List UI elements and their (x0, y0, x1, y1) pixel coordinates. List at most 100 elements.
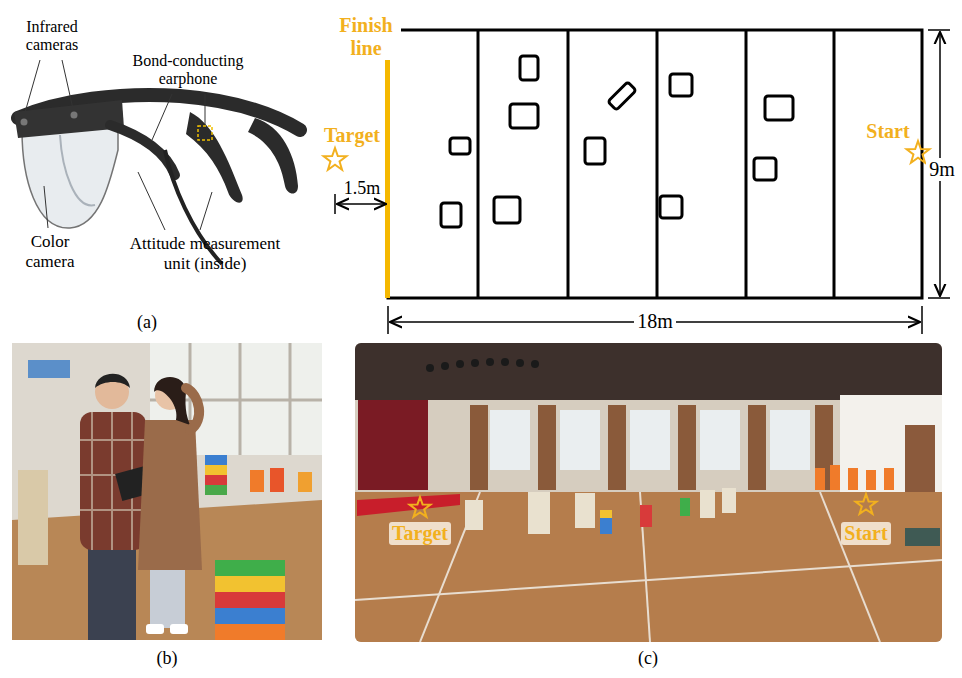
target-star (324, 148, 347, 170)
photo-b (205, 485, 227, 495)
photo-c (471, 359, 479, 367)
glasses-illustration (22, 128, 118, 228)
photo-c (560, 410, 600, 470)
obstacle (441, 203, 461, 227)
photo-b (95, 374, 130, 388)
dimension-label: 18m (634, 310, 676, 333)
panel-label: (c) (638, 648, 658, 669)
photo-c (678, 405, 696, 490)
photo-b (215, 576, 285, 592)
photo-c (470, 405, 488, 490)
photo-c (516, 359, 524, 367)
leader-line (205, 94, 206, 125)
obstacle (670, 74, 692, 96)
obstacle (441, 56, 793, 227)
field-label: Target (324, 124, 380, 147)
photo-c (426, 358, 539, 372)
obstacle (494, 197, 520, 223)
glasses-illustration (198, 126, 212, 140)
obstacle (608, 82, 636, 110)
photo-c (490, 410, 530, 470)
photo-c (840, 395, 942, 505)
photo-c (600, 510, 612, 518)
photo-c (355, 343, 942, 642)
photo-b (80, 509, 146, 511)
field-plan (745, 30, 748, 298)
dimension-arrow (928, 297, 950, 299)
photo-c (722, 488, 736, 513)
obstacle (520, 56, 538, 80)
leader-line (138, 172, 165, 230)
glasses-illustration (21, 119, 28, 126)
photo-c (358, 400, 428, 490)
photo-c (501, 358, 509, 366)
photo-b (215, 560, 285, 576)
photo-c (815, 465, 894, 490)
field-plan (477, 30, 480, 298)
photo-c (355, 343, 942, 642)
start-star (856, 494, 877, 514)
photo-b (80, 439, 146, 441)
obstacle (510, 104, 538, 128)
photo-c (355, 343, 942, 400)
photo-b (146, 624, 164, 634)
photo-c (355, 492, 942, 642)
photo-b (12, 343, 322, 640)
field-plan (833, 30, 836, 298)
photo-c (680, 498, 690, 516)
photo-b (215, 624, 285, 640)
photo-c (441, 362, 449, 370)
photo-b (170, 624, 188, 634)
field-plan (388, 30, 922, 298)
photo-c (884, 468, 894, 490)
glasses-illustration (71, 112, 78, 119)
photo-c (426, 364, 434, 372)
field-label: Start (866, 120, 909, 143)
photo-c (848, 468, 858, 490)
photo-label: Start (841, 522, 890, 545)
obstacle (660, 196, 682, 218)
photo-b (270, 468, 284, 492)
field-plan (324, 30, 950, 334)
leader-line (200, 192, 212, 230)
dimension-arrow (334, 194, 336, 214)
photo-b (88, 545, 136, 640)
leader-line (152, 94, 172, 140)
glasses-illustration (186, 112, 243, 203)
dimension-arrow (335, 30, 950, 334)
photo-c (905, 528, 940, 546)
photo-c (355, 492, 942, 642)
photo-c (355, 560, 942, 600)
photo-b (150, 565, 185, 628)
photo-c (470, 405, 833, 490)
photo-c (486, 358, 494, 366)
leader-line (24, 60, 40, 116)
photo-b (205, 465, 227, 475)
photo-c (538, 405, 556, 490)
part-label: Infrared cameras (10, 18, 94, 55)
photo-c (600, 510, 612, 534)
photo-c (608, 405, 626, 490)
photo-b (91, 412, 93, 550)
dimension-arrow (921, 306, 923, 334)
obstacle (765, 96, 793, 120)
dimension-label: 1.5m (344, 178, 381, 199)
glasses-illustration (60, 135, 95, 205)
field-plan (478, 30, 834, 298)
glasses-illustration (14, 100, 124, 138)
photo-b (111, 412, 113, 550)
photo-c (531, 360, 539, 368)
photo-c (575, 493, 595, 528)
photo-c (770, 410, 810, 470)
part-label: Color camera (15, 232, 85, 271)
photo-c (748, 405, 766, 490)
target-star (410, 497, 431, 517)
photo-c (815, 468, 825, 490)
obstacle (754, 158, 776, 180)
leader-line (44, 186, 48, 228)
leader-line (62, 60, 73, 109)
photo-c (465, 500, 483, 530)
obstacle (450, 138, 470, 154)
